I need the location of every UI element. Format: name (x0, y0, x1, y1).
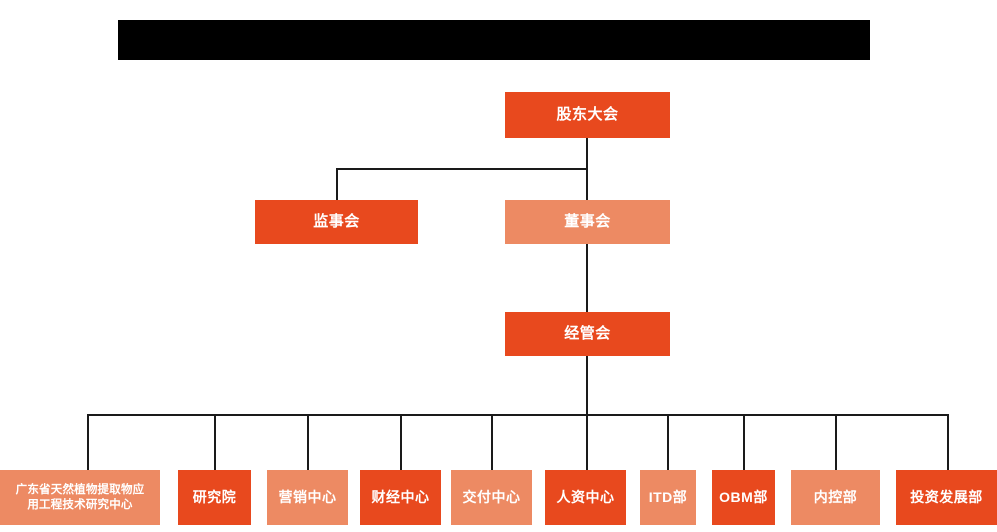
connector-drop-dept-2 (214, 414, 216, 470)
node-label: 股东大会 (556, 106, 619, 124)
node-label: 投资发展部 (910, 488, 983, 505)
node-label: 内控部 (813, 488, 858, 505)
node-label: 经管会 (564, 325, 611, 343)
connector-drop-dept-7 (667, 414, 669, 470)
connector-drop-dept-8 (743, 414, 745, 470)
node-board-of-supervisors[interactable]: 监事会 (255, 200, 418, 244)
connector-bus-level2 (336, 168, 587, 170)
node-department-6[interactable]: 人资中心 (545, 470, 626, 525)
node-department-5[interactable]: 交付中心 (451, 470, 532, 525)
node-label: 广东省天然植物提取物应 用工程技术研究中心 (15, 483, 145, 511)
node-label: ITD部 (648, 488, 688, 505)
connector-drop-dept-3 (307, 414, 309, 470)
node-label: 人资中心 (556, 488, 615, 505)
node-department-2[interactable]: 研究院 (178, 470, 251, 525)
connector-shareholders-to-directors (586, 138, 588, 200)
node-department-1[interactable]: 广东省天然植物提取物应 用工程技术研究中心 (0, 470, 160, 525)
node-management-committee[interactable]: 经管会 (505, 312, 670, 356)
node-department-10[interactable]: 投资发展部 (896, 470, 997, 525)
node-department-8[interactable]: OBM部 (712, 470, 775, 525)
connector-drop-dept-1 (87, 414, 89, 470)
connector-drop-dept-4 (400, 414, 402, 470)
connector-drop-dept-5 (491, 414, 493, 470)
node-label: 监事会 (313, 213, 360, 231)
node-label: 董事会 (564, 213, 611, 231)
connector-directors-to-management (586, 244, 588, 312)
connector-bus-departments (87, 414, 948, 416)
connector-to-supervisors (336, 168, 338, 200)
node-department-4[interactable]: 财经中心 (360, 470, 441, 525)
node-department-9[interactable]: 内控部 (791, 470, 880, 525)
redacted-title-bar (118, 20, 870, 60)
connector-drop-dept-9 (835, 414, 837, 470)
node-label: OBM部 (719, 488, 768, 505)
connector-drop-dept-10 (947, 414, 949, 470)
connector-drop-dept-6 (586, 414, 588, 470)
node-label: 财经中心 (371, 488, 430, 505)
node-department-3[interactable]: 营销中心 (267, 470, 348, 525)
node-shareholders-meeting[interactable]: 股东大会 (505, 92, 670, 138)
node-label: 营销中心 (278, 488, 337, 505)
node-board-of-directors[interactable]: 董事会 (505, 200, 670, 244)
node-label: 交付中心 (462, 488, 521, 505)
node-label: 研究院 (192, 488, 237, 505)
connector-management-to-bus (586, 356, 588, 416)
node-department-7[interactable]: ITD部 (640, 470, 696, 525)
